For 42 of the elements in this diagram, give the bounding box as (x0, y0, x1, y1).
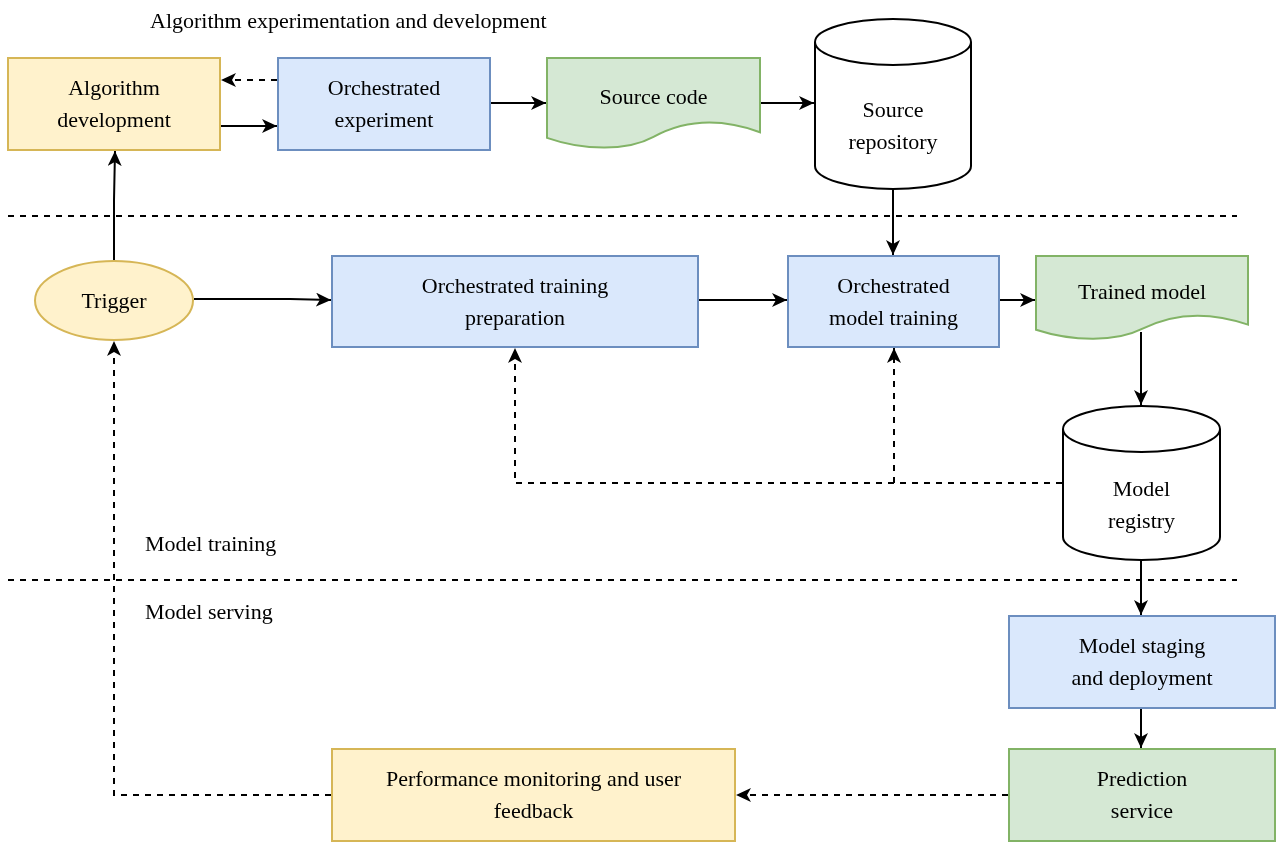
node-label: Orchestrated training preparation (420, 271, 610, 332)
arrow (760, 96, 815, 110)
event-ellipse (34, 260, 194, 341)
document-shape (546, 57, 761, 151)
process-box (277, 57, 491, 151)
database-cylinder (1062, 405, 1221, 561)
section-label: Model training (145, 530, 277, 558)
document-shape (1035, 255, 1249, 342)
section-label: Model serving (145, 598, 273, 626)
arrow (1134, 560, 1148, 616)
node-label: Algorithm development (56, 74, 172, 134)
arrow (886, 189, 900, 256)
process-box (787, 255, 1000, 348)
arrow (220, 119, 278, 133)
arrow (1134, 331, 1148, 406)
process-box (1008, 615, 1276, 709)
arrow (490, 96, 547, 110)
node-label: Source code (599, 83, 708, 111)
database-cylinder (814, 18, 972, 190)
arrow (193, 292, 332, 307)
node-label: Trained model (1077, 277, 1207, 306)
node-label: Orchestrated experiment (326, 74, 442, 134)
node-label: Model staging and deployment (1070, 632, 1214, 692)
arrow (887, 347, 1063, 484)
process-box (1008, 748, 1276, 842)
process-box (7, 57, 221, 151)
node-label: Source repository (847, 96, 939, 156)
node-label: Trigger (81, 286, 147, 315)
arrow (220, 73, 278, 87)
arrow (735, 788, 1009, 802)
node-label: Orchestrated model training (828, 271, 959, 332)
section-label: Algorithm experimentation and development (150, 7, 547, 35)
node-label: Model registry (1106, 475, 1177, 535)
node-label: Performance monitoring and user feedback (384, 765, 683, 825)
process-box (331, 255, 699, 348)
arrow (999, 293, 1036, 307)
arrow (698, 293, 788, 307)
arrow (1134, 708, 1148, 749)
arrow (107, 340, 332, 796)
node-label: Prediction service (1095, 765, 1189, 825)
arrow (107, 150, 122, 261)
process-box (331, 748, 736, 842)
